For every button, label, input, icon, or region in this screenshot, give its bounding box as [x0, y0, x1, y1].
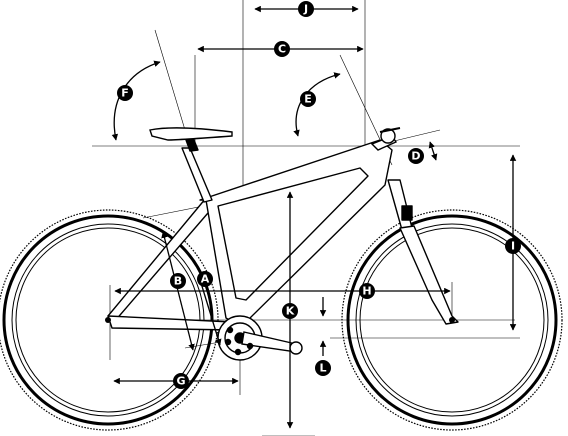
- svg-text:D: D: [411, 150, 420, 163]
- label-B: B: [170, 273, 186, 289]
- label-C: C: [274, 41, 290, 57]
- svg-text:C: C: [278, 43, 286, 56]
- label-L: L: [315, 360, 331, 376]
- label-A: A: [197, 271, 213, 287]
- front-fork: [387, 179, 459, 325]
- saddle: [149, 127, 233, 141]
- svg-text:E: E: [304, 93, 312, 106]
- svg-text:F: F: [121, 87, 129, 100]
- svg-text:K: K: [286, 305, 295, 318]
- svg-text:B: B: [174, 275, 182, 288]
- svg-text:I: I: [511, 240, 515, 253]
- label-G: G: [173, 373, 189, 389]
- crankset: [217, 315, 303, 361]
- label-H: H: [359, 283, 375, 299]
- bike-frame: [107, 139, 393, 331]
- rear-hub: [105, 317, 111, 323]
- label-J: J: [298, 1, 314, 17]
- label-E: E: [300, 91, 316, 107]
- svg-text:L: L: [319, 362, 326, 375]
- label-I: I: [505, 238, 521, 254]
- svg-text:A: A: [201, 273, 210, 286]
- svg-text:J: J: [303, 3, 308, 16]
- front-wheel: [341, 209, 563, 431]
- handlebar: [370, 127, 401, 151]
- svg-text:H: H: [362, 285, 371, 298]
- front-hub: [449, 317, 455, 323]
- label-D: D: [408, 148, 424, 164]
- label-K: K: [282, 303, 298, 319]
- svg-text:G: G: [176, 375, 185, 388]
- label-F: F: [117, 85, 133, 101]
